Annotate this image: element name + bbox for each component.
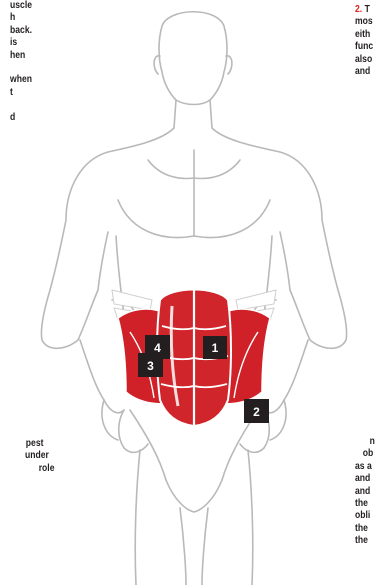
left-bottom-text-line: role xyxy=(0,463,54,475)
marker-3-label: 3 xyxy=(147,359,154,373)
right-bottom-text-line: ob xyxy=(355,448,375,460)
right-bottom-text-line: and xyxy=(355,486,375,498)
right-top-heading-line: 2. T xyxy=(355,4,373,16)
right-bottom-text-line: as a xyxy=(355,461,375,473)
right-top-text-line: eith xyxy=(355,29,373,41)
left-text-line: t xyxy=(10,87,32,99)
right-top-first-line: T xyxy=(362,4,370,15)
left-bottom-text-line: under xyxy=(0,450,54,462)
right-bottom-text-line: and xyxy=(355,473,375,485)
left-text-line: is xyxy=(10,37,32,49)
left-text-line xyxy=(10,99,32,111)
left-bottom-text-line: pest xyxy=(0,438,54,450)
left-text-line: when xyxy=(10,74,32,86)
left-text-line: uscle xyxy=(10,0,32,12)
right-top-text-line: also xyxy=(355,54,373,66)
right-bottom-text-line: obli xyxy=(355,510,375,522)
right-top-text-line: and xyxy=(355,66,373,78)
right-bottom-text-line: the xyxy=(355,498,375,510)
left-text-line: d xyxy=(10,112,32,124)
right-bottom-text-line: the xyxy=(355,535,375,547)
marker-4: 4 xyxy=(145,335,170,359)
right-bottom-text-line: n xyxy=(355,436,375,448)
marker-2: 2 xyxy=(244,399,269,423)
right-top-text-line: func xyxy=(355,41,373,53)
right-bottom-text-column: n ob as a and and the obli the the xyxy=(355,436,375,548)
marker-2-label: 2 xyxy=(253,405,260,419)
right-bottom-text-line: the xyxy=(355,523,375,535)
left-text-line: hen xyxy=(10,50,32,62)
marker-1-label: 1 xyxy=(212,341,219,355)
left-text-line: h xyxy=(10,12,32,24)
marker-1: 1 xyxy=(203,336,227,359)
left-text-line xyxy=(10,62,32,74)
left-text-column: uscle h back. is hen when t d xyxy=(10,0,32,124)
left-text-line: back. xyxy=(10,25,32,37)
marker-4-label: 4 xyxy=(154,341,161,355)
right-top-text-line: mos xyxy=(355,16,373,28)
left-bottom-text-column: pest under role xyxy=(0,438,54,475)
right-top-text-column: 2. T mos eith func also and xyxy=(355,4,373,78)
